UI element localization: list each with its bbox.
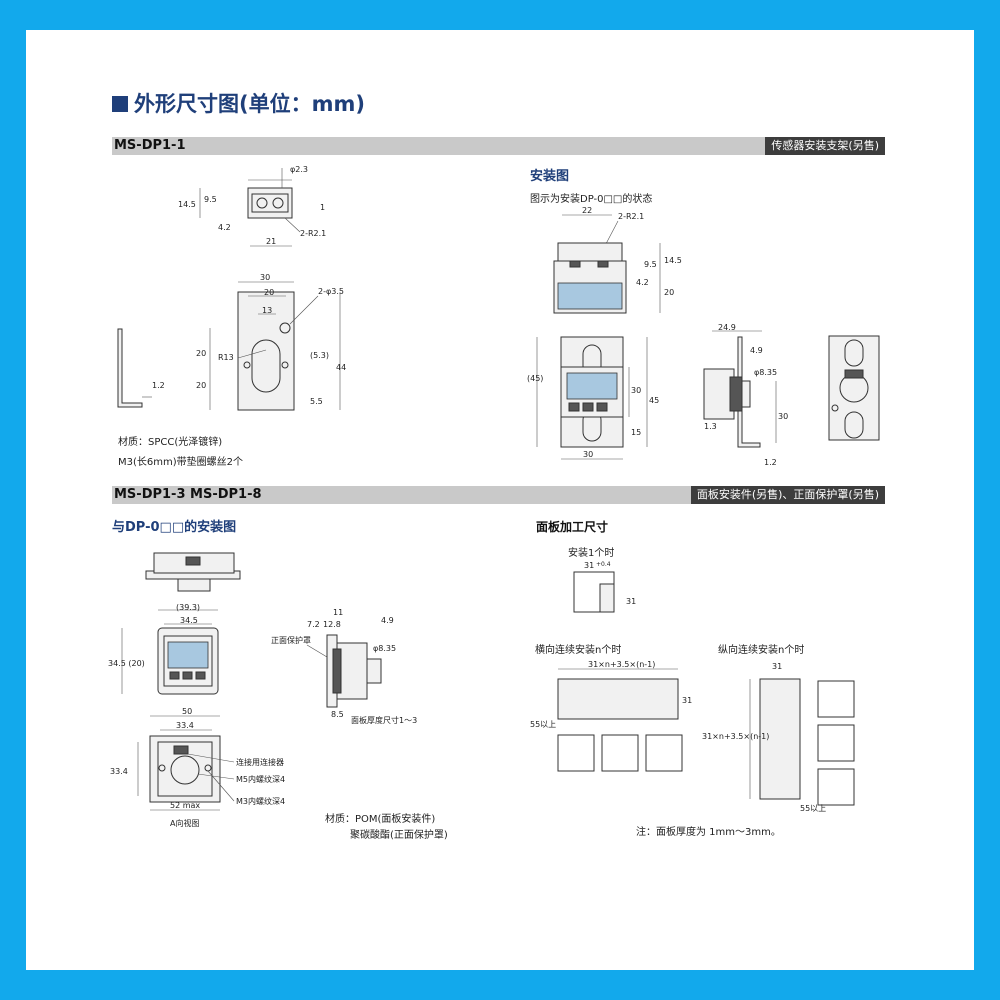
install-front-drawing: (39.3) 34.5 34.5 (20) (108, 603, 219, 695)
install-title: 与DP-0□□的安装图 (112, 520, 237, 535)
dim-side-h30: 30 (778, 412, 788, 421)
dim-side-w12: 1.2 (764, 458, 777, 467)
dim-gap55b: 55以上 (800, 804, 826, 813)
dim-single-w: 31 (584, 561, 594, 570)
m5-label: M5内螺纹深4 (236, 774, 285, 784)
dim-mount-h95: 9.5 (644, 260, 657, 269)
single-cutout-drawing: 31 31 +0.4 (573, 561, 636, 613)
dim-mount-h145: 14.5 (664, 256, 682, 265)
dim-w55: 5.5 (310, 397, 323, 406)
install-side-drawing: 11 7.2 12.8 4.9 正面保护罩 φ8.35 8.5 面板厚度尺寸1～… (271, 608, 417, 725)
material-note-3: 聚碳酸酯(正面保护罩) (350, 830, 448, 841)
dim-vert-w: 31 (772, 662, 782, 671)
dim-horiz-h: 31 (682, 696, 692, 705)
connector-label: 连接用连接器 (236, 757, 284, 767)
section-tag-2: 面板安装件(另售)、正面保护罩(另售) (690, 486, 885, 504)
mount-drawing: 22 2-R2.1 9.5 14.5 4.2 20 (553, 206, 682, 314)
dim-side12: 1.2 (152, 381, 165, 390)
horizontal-label: 横向连续安装n个时 (535, 645, 622, 656)
material-note-2: 材质：POM(面板安装件) (325, 814, 436, 825)
dim-w20: 20 (264, 288, 274, 297)
dim-d-top: φ2.3 (290, 165, 308, 174)
dim-r: 2-R2.1 (300, 229, 326, 238)
bracket-front-view-drawing: 30 20 13 2-φ3.5 20 20 R13 (5.3) 44 5.5 (196, 273, 346, 411)
dim-mount-h20: 20 (664, 288, 674, 297)
screw-note: M3(长6mm)带垫圈螺丝2个 (118, 457, 243, 468)
dim-h44: 44 (336, 363, 346, 372)
dim-front-w30: 30 (583, 450, 593, 459)
dim-d53: (5.3) (310, 351, 329, 360)
single-label: 安装1个时 (568, 548, 615, 559)
install-back-drawing: 50 33.4 33.4 连接用连接器 M5内螺纹深4 M3内螺纹深4 52 m… (110, 707, 285, 828)
mount-back-drawing (828, 335, 880, 441)
dim-inst-w393: (39.3) (176, 603, 200, 612)
page-title-text: 外形尺寸图(单位：mm) (134, 92, 365, 116)
dim-w1: 4.2 (218, 223, 231, 232)
bracket-side-view-drawing (117, 328, 152, 408)
dim-back-h334: 33.4 (110, 767, 128, 776)
dim-front-h45: 45 (649, 396, 659, 405)
mount-title: 安装图 (530, 169, 570, 184)
dim-h3: 1 (320, 203, 325, 212)
bracket-top-view-drawing: φ2.3 14.5 9.5 1 4.2 21 2-R2.1 (178, 165, 326, 247)
dim-h20a: 20 (196, 349, 206, 358)
vertical-label: 纵向连续安装n个时 (718, 645, 805, 656)
dim-inst-w128: 12.8 (323, 620, 341, 629)
mount-side-drawing: 24.9 4.9 φ8.35 1.3 30 1.2 (703, 323, 788, 467)
side-thickness-label: 1.2 (152, 381, 165, 390)
dim-side-w13: 1.3 (704, 422, 717, 431)
page-title: 外形尺寸图(单位：mm) (112, 88, 365, 118)
dim-mount-r: 2-R2.1 (618, 212, 644, 221)
dim-inst-w49: 4.9 (381, 616, 394, 625)
mount-front-drawing: (45) 30 45 15 30 (527, 336, 659, 460)
section-bar-ms-dp1-3: MS-DP1-3 MS-DP1-8 面板安装件(另售)、正面保护罩(另售) (112, 486, 885, 504)
dim-h20b: 20 (196, 381, 206, 390)
section-models: MS-DP1-3 MS-DP1-8 (114, 487, 262, 502)
dim-side-w49: 4.9 (750, 346, 763, 355)
dim-inst-w72: 7.2 (307, 620, 320, 629)
view-a-label: A向视图 (170, 818, 199, 828)
dim-holes: 2-φ3.5 (318, 287, 344, 296)
dim-inst-d835: φ8.35 (373, 644, 396, 653)
dim-mount-h42: 4.2 (636, 278, 649, 287)
dim-front-h30: 30 (631, 386, 641, 395)
dim-back-w50: 50 (182, 707, 192, 716)
dim-h2: 9.5 (204, 195, 217, 204)
dim-back-w334: 33.4 (176, 721, 194, 730)
dim-horiz-formula: 31×n+3.5×(n-1) (588, 660, 655, 669)
dim-inst-h345: 34.5 (20) (108, 659, 145, 668)
horizontal-cutout-drawing: 31×n+3.5×(n-1) 31 55以上 (530, 660, 692, 772)
dim-vert-formula: 31×n+3.5×(n-1) (702, 732, 769, 741)
front-cover-label: 正面保护罩 (271, 635, 311, 645)
dim-gap55: 55以上 (530, 720, 556, 729)
vertical-cutout-drawing: 31 31×n+3.5×(n-1) 55以上 (702, 662, 855, 813)
dim-front-h45p: (45) (527, 374, 543, 383)
dim-inst-w11: 11 (333, 608, 343, 617)
dim-back-w52: 52 max (170, 801, 200, 810)
material-note: 材质：SPCC(光泽镀锌) (118, 437, 223, 448)
install-top-drawing (145, 552, 241, 592)
section-tag: 传感器安装支架(另售) (765, 137, 885, 155)
mount-caption: 图示为安装DP-0□□的状态 (530, 194, 653, 205)
panel-thickness-label: 面板厚度尺寸1～3 (351, 715, 417, 725)
square-bullet-icon (112, 96, 128, 112)
panel-title: 面板加工尺寸 (536, 520, 609, 534)
dim-h1: 14.5 (178, 200, 196, 209)
dim-single-h: 31 (626, 597, 636, 606)
m3-label: M3内螺纹深4 (236, 796, 285, 806)
dim-side-w249: 24.9 (718, 323, 736, 332)
dim-inst-w85: 8.5 (331, 710, 344, 719)
section-model: MS-DP1-1 (114, 138, 186, 153)
dim-mount-w22: 22 (582, 206, 592, 215)
tol-up-1: +0.4 (596, 561, 611, 568)
dim-front-h15: 15 (631, 428, 641, 437)
dim-w30: 30 (260, 273, 270, 282)
footnote: 注：面板厚度为 1mm～3mm。 (636, 827, 781, 838)
dim-inst-w345: 34.5 (180, 616, 198, 625)
section-bar-ms-dp1-1: MS-DP1-1 传感器安装支架(另售) (112, 137, 885, 155)
dim-w2: 21 (266, 237, 276, 246)
dim-r13: R13 (218, 353, 234, 362)
dim-side-d835: φ8.35 (754, 368, 777, 377)
dim-w13: 13 (262, 306, 272, 315)
